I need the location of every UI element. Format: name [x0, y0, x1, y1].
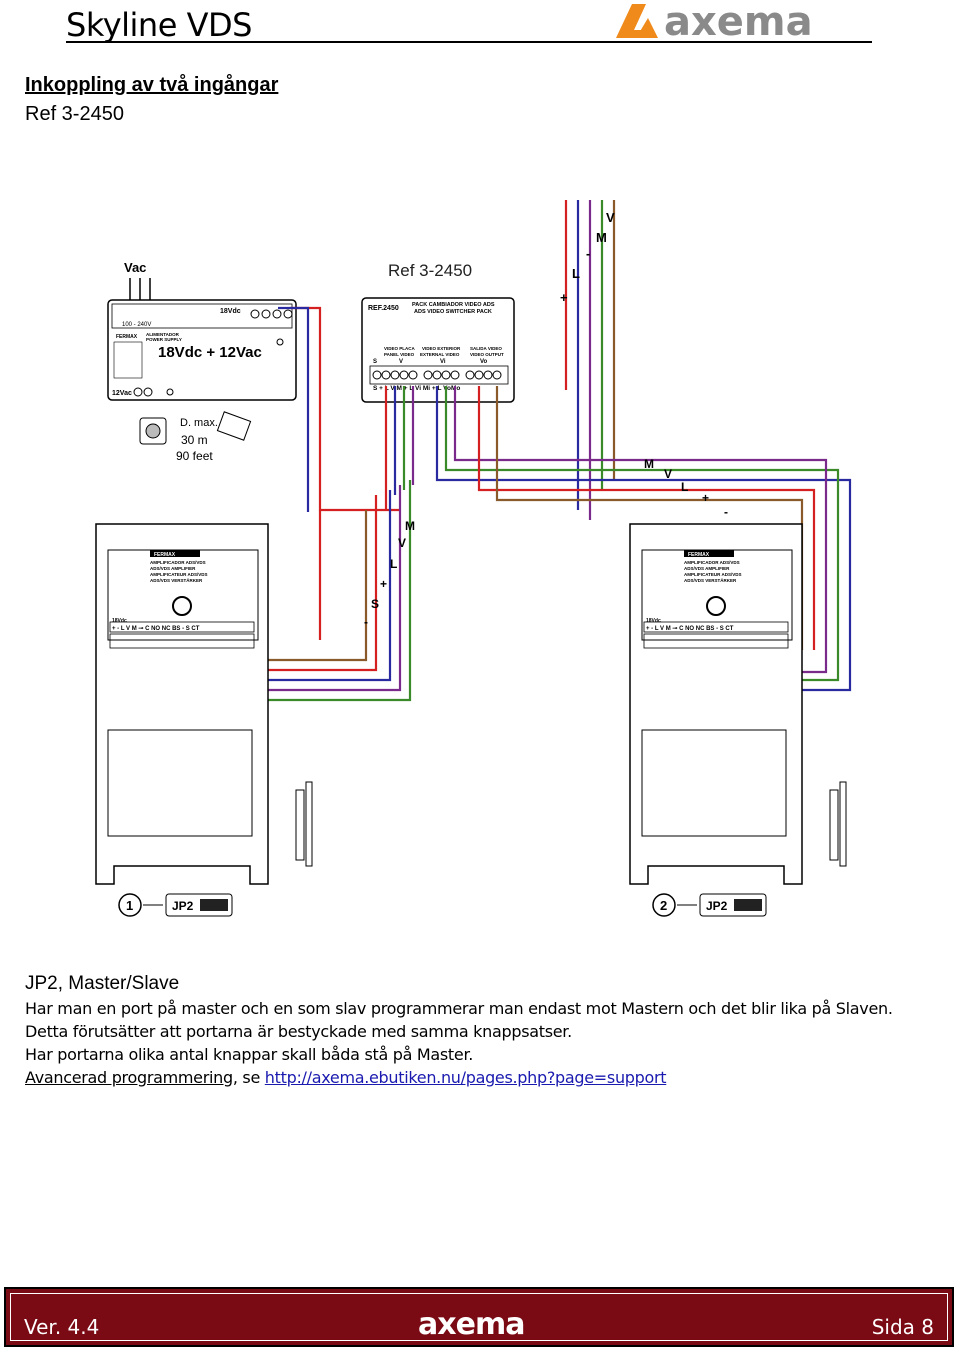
- switcher-g2-sig: Vi: [440, 359, 446, 365]
- distance-line1: D. max.: [180, 417, 218, 429]
- switcher-g2-2: EXTERNAL VIDEO: [420, 352, 460, 357]
- bus-right-m: M: [644, 457, 654, 471]
- amp1-line2: ADS/VDS AMPLIFIER: [150, 566, 196, 571]
- switcher-g3-1: SALIDA VIDEO: [470, 346, 502, 351]
- paragraph-line-3: Har portarna olika antal knappar skall b…: [25, 1045, 474, 1064]
- door-panel-left: FERMAX AMPLIFICADOR ADS/VDS ADS/VDS AMPL…: [95, 523, 313, 885]
- bus-top-minus: -: [586, 246, 590, 261]
- paragraph-line-2: Detta förutsätter att portarna är bestyc…: [25, 1022, 572, 1041]
- bus-labels-right: M V L + -: [644, 457, 728, 519]
- distance-line3: 90 feet: [176, 449, 213, 463]
- panel-2-number: 2: [660, 898, 667, 913]
- vac-label: Vac: [124, 260, 146, 275]
- amp2-terminals: + - L V M ⊸ C NO NC BS - S CT: [646, 626, 734, 632]
- header-rule: [66, 41, 872, 43]
- footer-page-number: Sida 8: [871, 1315, 934, 1339]
- bus-left-l: L: [390, 557, 397, 571]
- axema-logo: axema: [616, 0, 813, 42]
- bus-right-l: L: [681, 480, 688, 494]
- ps-main-label: 18Vdc + 12Vac: [158, 344, 262, 361]
- ps-title-2: POWER SUPPLY: [146, 337, 182, 342]
- switcher-title-2: ADS VIDEO SWITCHER PACK: [414, 309, 492, 315]
- diagram-caption: JP2, Master/Slave: [25, 973, 180, 994]
- panel-2-jumper: JP2: [706, 899, 728, 913]
- ps-brand: FERMAX: [116, 334, 138, 340]
- switcher-g3-sig: Vo: [480, 359, 488, 365]
- wiring-diagram: Ref 3-2450 Vac 18Vdc 100 - 240V FERMAX A…: [95, 200, 852, 917]
- switcher-g1-sig: V: [399, 359, 403, 365]
- amp2-line3: AMPLIFICATEUR ADS/VDS: [684, 572, 742, 577]
- bus-right-minus: -: [724, 505, 728, 519]
- amp1-brand: FERMAX: [154, 552, 176, 558]
- diagram-ref-label: Ref 3-2450: [388, 261, 472, 280]
- bus-left-v: V: [398, 536, 406, 550]
- amp1-line3: AMPLIFICATEUR ADS/VDS: [150, 572, 208, 577]
- jumper-1: 1 JP2: [118, 893, 233, 917]
- document-title: Skyline VDS: [66, 6, 252, 44]
- video-switcher: REF.2450 PACK CAMBIADOR VIDEO ADS ADS VI…: [361, 297, 515, 403]
- amp2-line1: AMPLIFICADOR ADS/VDS: [684, 560, 740, 565]
- bus-left-minus: -: [364, 615, 368, 629]
- door-panel-right: FERMAX AMPLIFICADOR ADS/VDS ADS/VDS AMPL…: [629, 523, 847, 885]
- switcher-terminals: S + L V M + L Vi Mi + L VoMo: [373, 385, 460, 392]
- bus-top-m: M: [596, 230, 607, 245]
- bus-right-plus: +: [702, 491, 709, 505]
- bus-left-m: M: [405, 519, 415, 533]
- ps-ac-label: 12Vac: [112, 390, 132, 397]
- amp1-line4: ADS/VDS VERSTÄRKER: [150, 577, 203, 583]
- amp1-line1: AMPLIFICADOR ADS/VDS: [150, 560, 206, 565]
- amp2-supply: 18Vdc: [646, 618, 661, 624]
- ps-out-label: 18Vdc: [220, 308, 241, 315]
- bus-right-v: V: [664, 467, 672, 481]
- bus-top-v: V: [606, 210, 615, 225]
- bus-labels-left: M V L + S -: [364, 519, 415, 629]
- bus-labels-top: V M - L +: [560, 210, 615, 305]
- panel-1-jumper: JP2: [172, 899, 194, 913]
- panel-1-number: 1: [126, 898, 133, 913]
- ps-title-1: ALIMENTADOR: [146, 332, 180, 337]
- footer-logo: axema: [418, 1307, 525, 1342]
- amp1-supply: 18Vdc: [112, 618, 127, 624]
- ps-voltage-range: 100 - 240V: [122, 322, 151, 328]
- amp2-brand: FERMAX: [688, 552, 710, 558]
- switcher-ref: REF.2450: [368, 305, 399, 312]
- switcher-g1-1: VIDEO PLACA: [384, 346, 416, 351]
- page-footer: Ver. 4.4 axema Sida 8: [4, 1287, 954, 1347]
- switcher-g3-2: VIDEO OUTPUT: [470, 352, 504, 357]
- switcher-g2-1: VIDEO EXTERIOR: [422, 346, 461, 351]
- paragraph-line-4: Avancerad programmering, se http://axema…: [25, 1068, 667, 1087]
- switcher-title-1: PACK CAMBIADOR VIDEO ADS: [412, 302, 495, 308]
- footer-version: Ver. 4.4: [24, 1315, 100, 1339]
- support-link[interactable]: http://axema.ebutiken.nu/pages.php?page=…: [264, 1068, 667, 1087]
- switcher-s-label: S: [373, 359, 377, 365]
- bus-top-plus: +: [560, 290, 568, 305]
- advanced-programming-text: Avancerad programmering: [25, 1068, 233, 1087]
- axema-logo-text: axema: [664, 0, 813, 42]
- section-ref: Ref 3-2450: [25, 103, 124, 125]
- separator-text: , se: [232, 1068, 265, 1087]
- amp1-terminals: + - L V M ⊸ C NO NC BS - S CT: [112, 626, 200, 632]
- section-heading: Inkoppling av två ingångar: [25, 74, 279, 96]
- bus-left-s: S: [371, 597, 379, 611]
- footer-border: [10, 1293, 948, 1341]
- switcher-g1-2: PANEL VIDEO: [384, 352, 415, 357]
- distance-note: D. max. 30 m 90 feet: [139, 411, 252, 463]
- power-supply: Vac 18Vdc 100 - 240V FERMAX ALIMENTADOR …: [107, 260, 297, 401]
- jumper-2: 2 JP2: [652, 893, 767, 917]
- bus-left-plus: +: [380, 577, 387, 591]
- bus-top-l: L: [572, 266, 580, 281]
- amp2-line4: ADS/VDS VERSTÄRKER: [684, 577, 737, 583]
- paragraph-line-1: Har man en port på master och en som sla…: [25, 999, 893, 1018]
- distance-line2: 30 m: [181, 433, 208, 447]
- amp2-line2: ADS/VDS AMPLIFIER: [684, 566, 730, 571]
- switcher-terminal-row: [372, 370, 502, 380]
